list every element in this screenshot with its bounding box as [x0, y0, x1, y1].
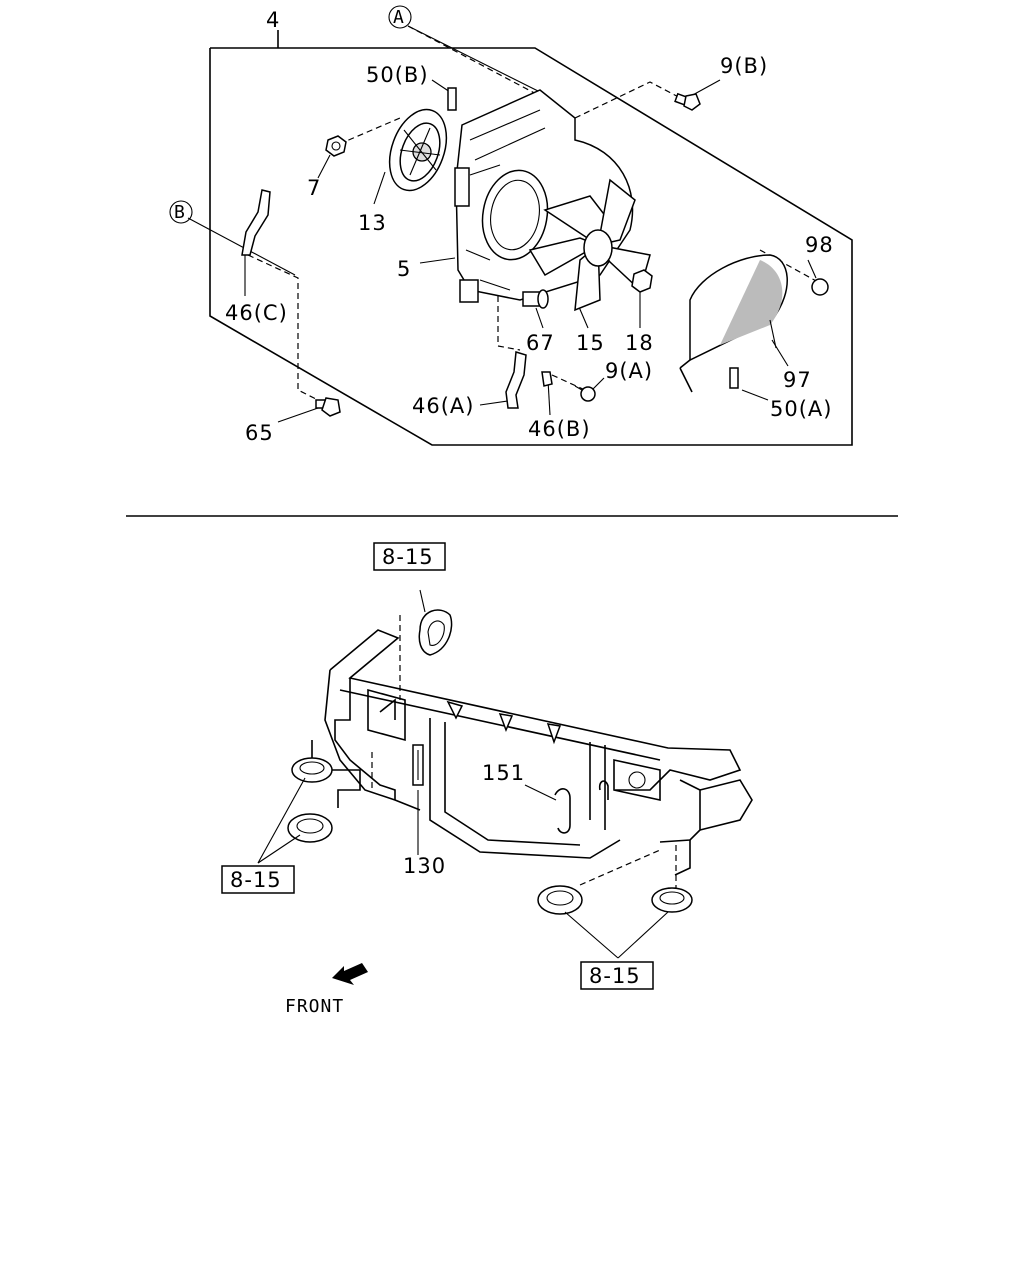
callout-4: 4: [266, 8, 280, 32]
callout-46b: 46(B): [528, 417, 591, 441]
ref-left: 8-15: [230, 868, 282, 892]
callout-97: 97: [783, 368, 812, 392]
callout-130: 130: [403, 854, 446, 878]
grommet-right-lower: [537, 885, 583, 915]
callout-151: 151: [482, 761, 525, 785]
nut-7: [325, 135, 347, 157]
callout-5: 5: [397, 257, 411, 281]
callout-a: A: [393, 7, 405, 28]
bracket-46c: [241, 189, 271, 256]
callout-15: 15: [576, 331, 605, 355]
callout-65: 65: [245, 421, 274, 445]
grommet-left-lower: [287, 813, 333, 843]
nut-18: [631, 269, 653, 293]
grommet-left-upper: [291, 757, 333, 783]
callout-9a: 9(A): [605, 359, 653, 383]
bracket-46a: [505, 351, 527, 409]
bolt-9b: [674, 92, 701, 111]
assembly-outline: [209, 30, 853, 446]
clip-50b: [447, 87, 457, 111]
clip-50a: [729, 367, 739, 389]
callout-18: 18: [625, 331, 654, 355]
bolt-67: [522, 289, 549, 309]
callout-50b: 50(B): [366, 63, 429, 87]
callout-7: 7: [307, 176, 321, 200]
screw-9a: [574, 385, 596, 402]
grommet-top: [399, 589, 453, 700]
callout-a-circle: [388, 5, 412, 29]
front-label: FRONT: [285, 996, 344, 1017]
ref-box-top: [373, 542, 446, 571]
ref-box-left: [221, 865, 295, 894]
callout-b: B: [174, 202, 186, 223]
leader-lines-bottom: [257, 777, 677, 959]
callout-46c: 46(C): [225, 301, 288, 325]
pipe-151: [524, 780, 609, 834]
radiator-support: [311, 629, 753, 876]
callout-46a: 46(A): [412, 394, 474, 418]
ref-box-right: [580, 961, 654, 990]
ref-right: 8-15: [589, 964, 641, 988]
callout-b-circle: [169, 200, 193, 224]
seal-130: [412, 744, 424, 850]
fan-motor-13: [388, 108, 448, 192]
callout-98: 98: [805, 233, 834, 257]
callout-50a: 50(A): [770, 397, 832, 421]
clip-46b: [541, 371, 553, 387]
grommet-right: [651, 887, 693, 913]
ref-top: 8-15: [382, 545, 434, 569]
bolt-65: [315, 397, 341, 417]
callout-9b: 9(B): [720, 54, 768, 78]
front-arrow-icon: [332, 963, 368, 985]
cap-98: [811, 278, 829, 296]
callout-13: 13: [358, 211, 387, 235]
callout-67: 67: [526, 331, 555, 355]
guard-97: [679, 254, 788, 393]
